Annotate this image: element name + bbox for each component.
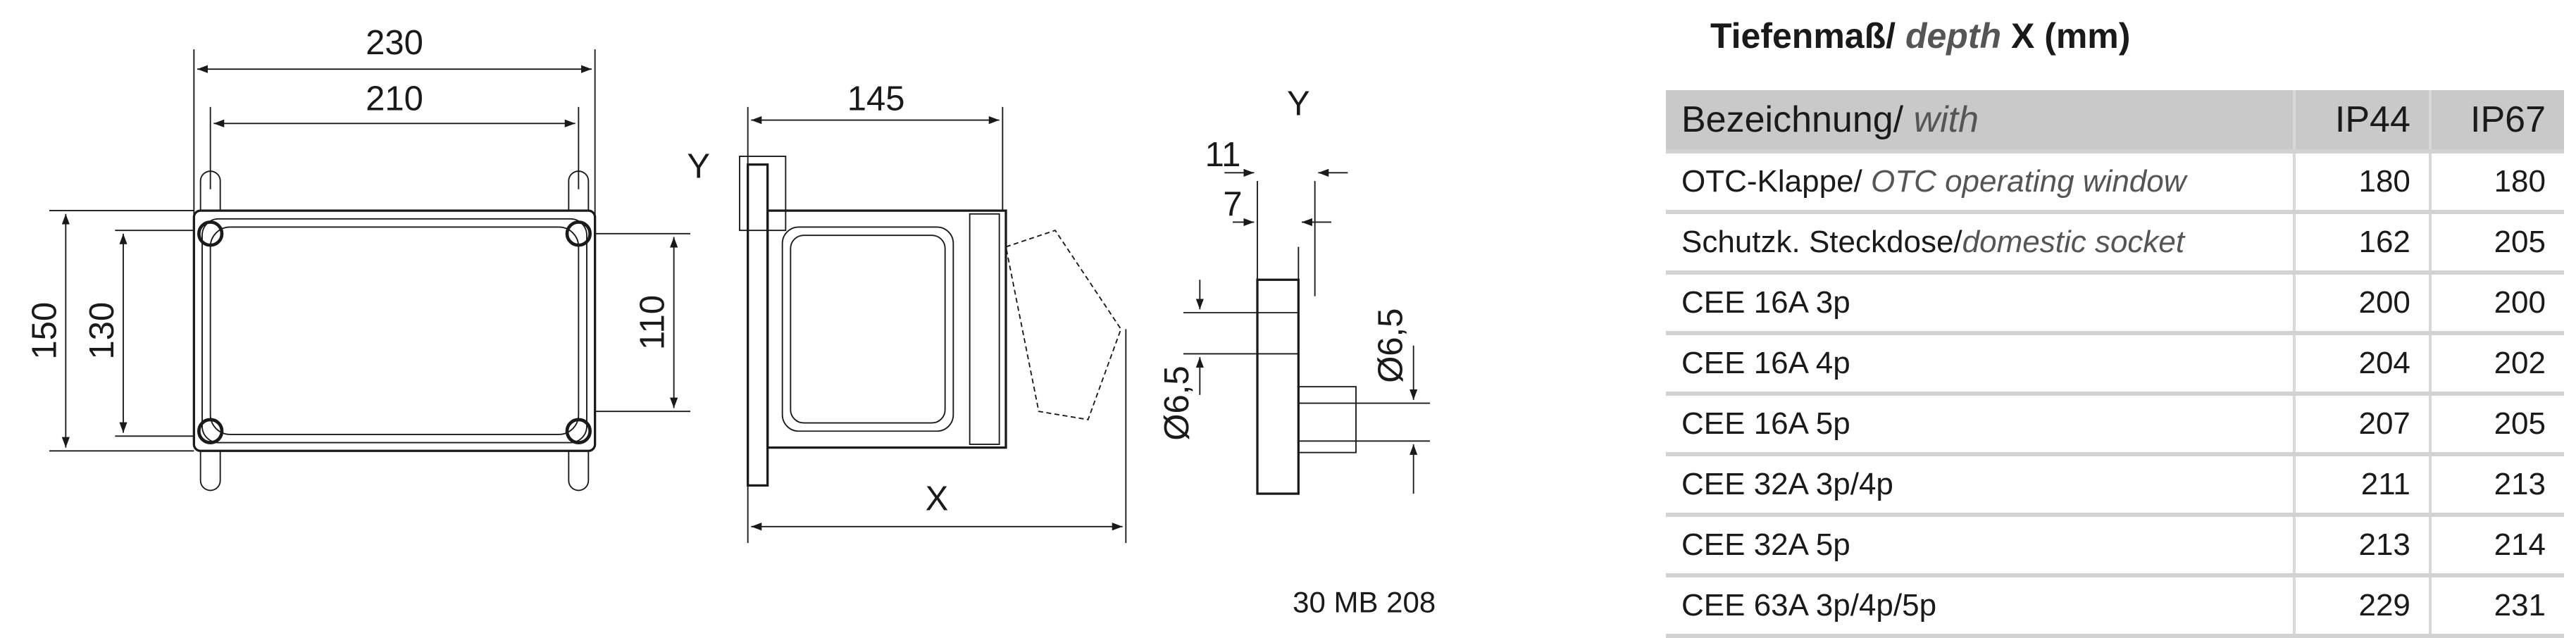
row-designation: CEE 16A 3p [1666,273,2294,335]
row-designation: CEE 16A 4p [1666,333,2294,396]
table-title: Tiefenmaß/ depth X (mm) [1710,15,2130,56]
dim-110: 110 [634,295,672,350]
value-ip44: 229 [2293,575,2430,638]
table-row: Schutzk. Steckdose/domestic socket 162 2… [1666,212,2564,275]
value-ip67: 180 [2428,151,2564,214]
row-designation: OTC-Klappe/ OTC operating window [1666,151,2294,214]
detail-y-view [1183,168,1431,495]
value-ip44: 204 [2293,333,2430,396]
dim-145: 145 [847,80,905,118]
front-view [49,49,691,492]
dim-dia-left: Ø6,5 [1158,365,1196,440]
row-designation: CEE 32A 5p [1666,515,2294,577]
title-en: depth [1905,16,2002,56]
designation-de: CEE 32A 5p [1681,527,1850,562]
dim-230: 230 [366,24,423,62]
value-ip44: 200 [2293,273,2430,335]
value-ip44: 213 [2293,515,2430,577]
dim-dia-right: Ø6,5 [1371,308,1410,383]
label-x-depth: X [926,480,949,518]
value-ip67: 205 [2428,212,2564,275]
designation-de: Schutzk. Steckdose/ [1681,225,1962,259]
table-row: CEE 16A 3p 200 200 [1666,273,2564,335]
side-view [739,106,1127,544]
header-en: with [1913,99,1979,140]
label-y-side: Y [687,147,710,185]
value-ip44: 207 [2293,394,2430,456]
label-y-detail: Y [1287,85,1310,123]
table-row: CEE 32A 3p/4p 211 213 [1666,454,2564,517]
dim-11: 11 [1205,136,1241,174]
title-de: Tiefenmaß/ [1710,16,1896,56]
value-ip44: 211 [2293,454,2430,517]
value-ip67: 202 [2428,333,2564,396]
dim-7: 7 [1223,185,1242,223]
dim-150: 150 [25,302,63,360]
table-header: Bezeichnung/ with IP44 IP67 [1666,90,2564,154]
title-suffix: X (mm) [2010,16,2131,56]
designation-de: CEE 32A 3p/4p [1681,467,1893,501]
value-ip67: 213 [2428,454,2564,517]
table-row: CEE 16A 4p 204 202 [1666,333,2564,396]
header-ip67: IP67 [2428,90,2564,154]
table-row: CEE 32A 5p 213 214 [1666,515,2564,577]
depth-table: Bezeichnung/ with IP44 IP67 OTC-Klappe/ … [1666,90,2564,638]
row-designation: CEE 16A 5p [1666,394,2294,456]
designation-de: CEE 63A 3p/4p/5p [1681,588,1937,623]
value-ip67: 200 [2428,273,2564,335]
designation-de: CEE 16A 3p [1681,285,1850,320]
header-de: Bezeichnung/ [1681,99,1904,140]
header-designation: Bezeichnung/ with [1666,90,2294,154]
row-designation: CEE 63A 3p/4p/5p [1666,575,2294,638]
dim-210: 210 [366,80,423,118]
row-designation: CEE 32A 3p/4p [1666,454,2294,517]
value-ip44: 180 [2293,151,2430,214]
row-designation: Schutzk. Steckdose/domestic socket [1666,212,2294,275]
designation-en: domestic socket [1962,225,2185,259]
table-row: CEE 16A 5p 207 205 [1666,394,2564,456]
designation-en: OTC operating window [1870,164,2186,199]
technical-drawing: 230 210 150 130 110 145 Y X Y 11 7 Ø6,5 … [25,24,1436,618]
dim-130: 130 [83,302,121,360]
table-row: CEE 63A 3p/4p/5p 229 231 [1666,575,2564,638]
value-ip67: 231 [2428,575,2564,638]
designation-de: CEE 16A 5p [1681,406,1850,441]
value-ip67: 214 [2428,515,2564,577]
header-ip44: IP44 [2293,90,2430,154]
drawing-number: 30 MB 208 [1293,585,1436,618]
value-ip67: 205 [2428,394,2564,456]
value-ip44: 162 [2293,212,2430,275]
designation-de: CEE 16A 4p [1681,346,1850,380]
table-row: OTC-Klappe/ OTC operating window 180 180 [1666,151,2564,214]
designation-de: OTC-Klappe/ [1681,164,1871,199]
